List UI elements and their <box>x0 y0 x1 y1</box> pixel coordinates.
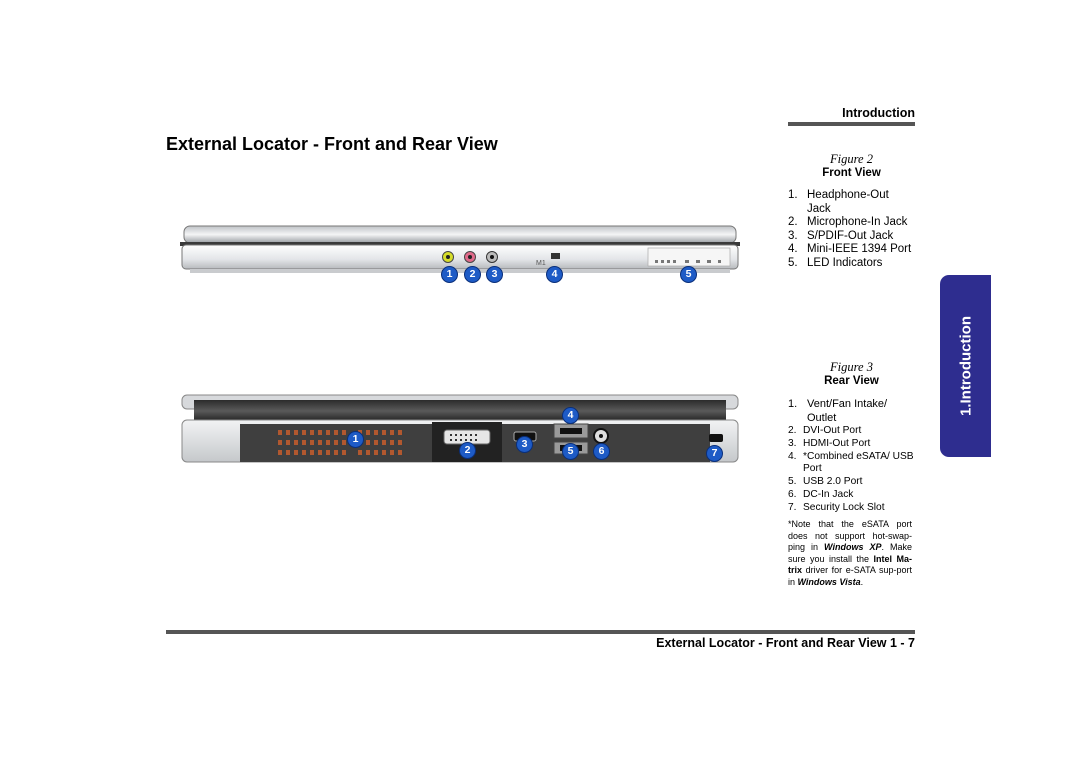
front-view-photo: M1 <box>180 220 740 282</box>
figure3-caption: Figure 3 <box>830 360 873 374</box>
rear-view-illustration <box>181 394 739 463</box>
front-callout-1: 1 <box>441 266 458 283</box>
rear-callout-1: 1 <box>347 431 364 448</box>
section-header-label: Introduction <box>842 106 915 120</box>
footer-page-label: External Locator - Front and Rear View 1… <box>656 636 915 650</box>
footer-rule <box>166 630 915 634</box>
note-driver: Intel Ma-trix <box>788 553 912 576</box>
rear-callout-6: 6 <box>593 443 610 460</box>
figure2-list: 1.Headphone-Out Jack 2.Microphone-In Jac… <box>788 189 915 270</box>
list-item: 4.*Combined eSATA/ USB Port <box>788 450 914 475</box>
rear-callout-2: 2 <box>459 442 476 459</box>
list-item: 1.Vent/Fan Intake/ Outlet <box>788 398 888 424</box>
list-item: 3.HDMI-Out Port <box>788 437 871 449</box>
figure2-subtitle: Front View <box>822 167 881 179</box>
port-label: M1 <box>536 260 546 267</box>
page-title: External Locator - Front and Rear View <box>166 134 498 154</box>
front-view-illustration: M1 <box>180 225 740 273</box>
rear-callout-3: 3 <box>516 436 533 453</box>
figure3-list: 1.Vent/Fan Intake/ Outlet 2.DVI-Out Port… <box>788 398 915 515</box>
rear-callout-7: 7 <box>706 445 723 462</box>
list-item: 2.Microphone-In Jack <box>788 216 908 228</box>
list-item: 6.DC-In Jack <box>788 488 854 500</box>
chapter-side-tab: 1.Introduction <box>940 275 991 457</box>
front-callout-4: 4 <box>546 266 563 283</box>
rear-view-photo <box>180 392 740 468</box>
note-os-vista: Windows Vista <box>797 576 861 587</box>
front-callout-2: 2 <box>464 266 481 283</box>
esata-note: *Note that the eSATA port does not suppo… <box>788 519 913 587</box>
list-item: 1.Headphone-Out Jack <box>788 189 889 215</box>
list-item: 7.Security Lock Slot <box>788 501 885 513</box>
chapter-tab-label: 1.Introduction <box>957 316 974 416</box>
front-callout-5: 5 <box>680 266 697 283</box>
rear-callout-4: 4 <box>562 407 579 424</box>
figure3-subtitle: Rear View <box>824 375 879 387</box>
front-callout-3: 3 <box>486 266 503 283</box>
list-item: 3.S/PDIF-Out Jack <box>788 229 894 242</box>
note-os-xp: Windows XP <box>824 542 882 553</box>
list-item: 5.LED Indicators <box>788 256 883 269</box>
rear-callout-5: 5 <box>562 443 579 460</box>
list-item: 4.Mini-IEEE 1394 Port <box>788 243 912 255</box>
header-rule <box>788 122 915 126</box>
list-item: 5.USB 2.0 Port <box>788 476 863 488</box>
figure2-caption: Figure 2 <box>830 152 873 166</box>
list-item: 2.DVI-Out Port <box>788 425 862 436</box>
